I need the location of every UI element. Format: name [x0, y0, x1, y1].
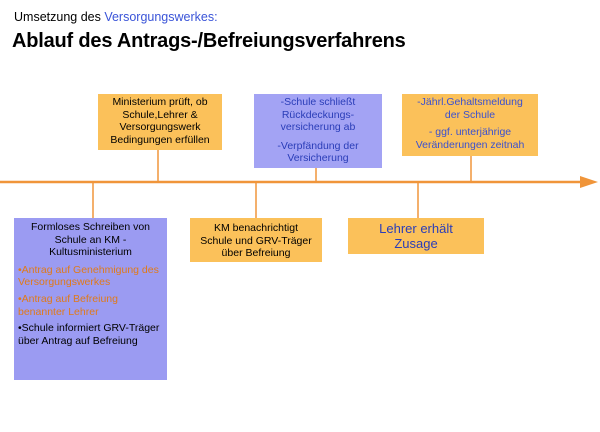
schule-line: Versicherung [287, 152, 349, 165]
lehrer-line: Zusage [394, 236, 438, 251]
box-km-benachrichtigt: KM benachrichtigt Schule und GRV-Träger … [190, 218, 322, 262]
bullet-antrag-befreiung: •Antrag auf Befreiung benannter Lehrer [18, 292, 118, 318]
subtitle: Umsetzung des Versorgungswerkes: [14, 10, 218, 24]
gehalt-line: -Jährl.Gehaltsmeldung [417, 96, 523, 108]
gehalt-line: der Schule [444, 108, 496, 121]
page-title: Ablauf des Antrags-/Befreiungsverfahrens [12, 30, 406, 52]
schule-line: -Schule schließt [280, 96, 356, 108]
box-lehrer-zusage: Lehrer erhält Zusage [348, 218, 484, 254]
km-line: Schule und GRV-Träger [200, 234, 312, 247]
ministerium-line: Ministerium prüft, ob [112, 96, 208, 108]
bullet-grv-traeger: •Schule informiert GRV-Träger über Antra… [18, 322, 160, 347]
lehrer-line: Lehrer erhält [379, 221, 453, 236]
formlos-head: Formloses Schreiben von Schule an KM - K… [18, 221, 163, 259]
gehalt-line: - ggf. unterjährige [428, 126, 512, 139]
km-line: über Befreiung [221, 247, 291, 260]
box-gehaltsmeldung: -Jährl.Gehaltsmeldung der Schule - ggf. … [402, 94, 538, 156]
bullet-antrag-genehmigung: •Antrag auf Genehmigung des Versorgungsw… [18, 263, 159, 289]
ministerium-line: Schule,Lehrer & [122, 108, 198, 121]
timeline-arrowhead [580, 176, 598, 188]
subtitle-highlight: Versorgungswerkes: [104, 10, 218, 24]
box-formloses-schreiben: Formloses Schreiben von Schule an KM - K… [14, 218, 167, 380]
gehalt-line: Veränderungen zeitnah [415, 138, 525, 151]
schule-line: Rückdeckungs- [281, 108, 355, 121]
ministerium-line: Bedingungen erfüllen [110, 133, 210, 146]
formlos-head-line: Kultusministerium [49, 246, 132, 259]
km-line: KM benachrichtigt [213, 222, 299, 234]
schule-line: -Verpfändung der [277, 139, 359, 152]
formlos-head-line: Schule an KM - [54, 233, 127, 246]
box-schule-versicherung: -Schule schließt Rückdeckungs- versicher… [254, 94, 382, 168]
formlos-head-line: Formloses Schreiben von [30, 221, 151, 233]
box-ministerium: Ministerium prüft, ob Schule,Lehrer & Ve… [98, 94, 222, 150]
ministerium-line: Versorgungswerk [119, 121, 201, 134]
subtitle-prefix: Umsetzung des [14, 10, 105, 24]
schule-line: versicherung ab [280, 121, 356, 134]
